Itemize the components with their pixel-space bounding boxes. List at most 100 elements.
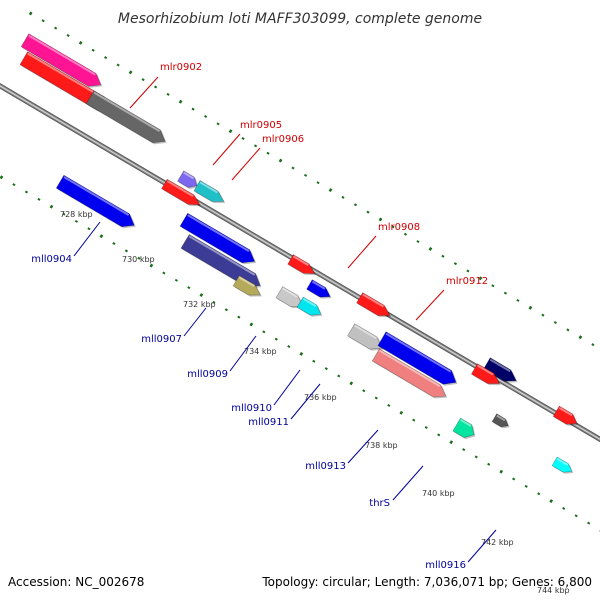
- tick-mark: [524, 484, 528, 488]
- mll0916-arrow[interactable]: [452, 417, 475, 438]
- tick-mark: [424, 425, 428, 429]
- mlr0902-highlight: [27, 52, 105, 100]
- tick-mark: [337, 374, 341, 378]
- mll0904-arrow[interactable]: [55, 174, 135, 228]
- gene-highlight: [28, 34, 96, 76]
- genome-backbone: [0, 82, 600, 443]
- gene-arrow[interactable]: [483, 357, 517, 382]
- tick-mark: [262, 330, 266, 334]
- mlr0912-arrow[interactable]: [356, 292, 391, 316]
- tick-mark: [112, 242, 116, 246]
- tick-mark: [12, 183, 16, 187]
- tick-mark: [374, 396, 378, 400]
- gene-label-mll0916[interactable]: mll0916: [425, 560, 466, 571]
- gene-label-mll0909[interactable]: mll0909: [187, 369, 228, 380]
- tick-label: 732 kbp: [183, 300, 216, 309]
- gene-arrow[interactable]: [470, 363, 500, 384]
- mlr0906-arrow[interactable]: [193, 180, 225, 202]
- label-connector: [273, 369, 301, 406]
- tick-mark: [428, 246, 433, 251]
- tick-label: 728 kbp: [60, 210, 93, 219]
- mlr0905-arrow[interactable]: [177, 170, 198, 188]
- gene-label-mlr0912[interactable]: mlr0912: [446, 276, 488, 287]
- tick-mark: [37, 197, 41, 201]
- gene-label-mlr0902[interactable]: mlr0902: [160, 62, 202, 73]
- tick-mark: [312, 359, 316, 363]
- mlr0912-highlight: [362, 293, 384, 308]
- tick-mark: [299, 351, 304, 356]
- tick-mark: [154, 85, 158, 89]
- mll0913-arrow[interactable]: [347, 323, 383, 350]
- label-connector: [73, 221, 101, 257]
- tick-label: 742 kbp: [481, 538, 514, 547]
- gene-label-mll0904[interactable]: mll0904: [31, 254, 72, 265]
- tick-mark: [591, 343, 595, 347]
- tick-mark: [91, 48, 95, 52]
- gene-highlight: [558, 406, 573, 417]
- tick-label: 736 kbp: [304, 393, 337, 402]
- thrS-arrow[interactable]: [371, 348, 447, 398]
- gene-highlight: [311, 280, 326, 290]
- mll0910-arrow[interactable]: [275, 286, 304, 308]
- mll0909-highlight: [238, 276, 255, 287]
- tick-mark: [237, 315, 241, 319]
- thrS-highlight: [379, 349, 441, 388]
- tick-mark: [141, 78, 145, 82]
- tick-mark: [41, 19, 45, 23]
- gene-arrow[interactable]: [20, 33, 102, 87]
- tick-mark: [553, 321, 557, 325]
- tick-label: 738 kbp: [365, 441, 398, 450]
- backbone-highlight: [0, 85, 600, 440]
- tick-mark: [549, 499, 554, 504]
- tick-mark: [503, 291, 508, 295]
- tick-mark: [278, 158, 283, 163]
- gene-arrow[interactable]: [306, 279, 331, 298]
- tick-label: 730 kbp: [122, 255, 155, 264]
- tick-mark: [162, 271, 166, 275]
- gene-label-mlr0906[interactable]: mlr0906: [262, 134, 304, 145]
- tick-mark: [566, 328, 570, 332]
- gene-arrow[interactable]: [491, 413, 509, 428]
- mll0911-arrow[interactable]: [296, 296, 322, 316]
- tick-mark: [116, 63, 120, 67]
- gene-arrow[interactable]: [179, 212, 256, 264]
- gene-highlight: [489, 358, 511, 373]
- label-connector: [347, 235, 377, 269]
- tick-mark: [441, 254, 445, 258]
- tick-mark: [62, 212, 66, 216]
- gene-label-mlr0905[interactable]: mlr0905: [240, 120, 282, 131]
- tick-mark: [203, 114, 208, 118]
- gene-features: [19, 33, 579, 474]
- tick-mark: [249, 322, 254, 327]
- tick-mark: [78, 40, 83, 45]
- gene-label-mlr0908[interactable]: mlr0908: [378, 222, 420, 233]
- tick-mark: [487, 462, 491, 466]
- gene-label-thrS[interactable]: thrS: [369, 498, 390, 509]
- gene-highlight: [496, 414, 506, 422]
- gene-label-mll0910[interactable]: mll0910: [231, 403, 272, 414]
- gene-arrow[interactable]: [85, 90, 166, 144]
- gene-label-mll0911[interactable]: mll0911: [248, 417, 289, 428]
- tick-mark: [212, 300, 216, 304]
- gene-arrow[interactable]: [161, 178, 201, 206]
- tick-mark: [287, 345, 291, 349]
- tick-mark: [291, 166, 295, 170]
- mll0909-arrow[interactable]: [232, 275, 261, 296]
- gene-label-mll0907[interactable]: mll0907: [141, 334, 182, 345]
- tick-mark: [449, 440, 454, 445]
- mlr0908-arrow[interactable]: [287, 254, 316, 274]
- gene-arrow[interactable]: [552, 405, 578, 425]
- tick-mark: [216, 122, 220, 126]
- mll0913-highlight: [354, 324, 377, 340]
- tick-mark: [274, 337, 278, 341]
- gene-arrow[interactable]: [551, 456, 573, 473]
- gene-label-mll0913[interactable]: mll0913: [305, 461, 346, 472]
- tick-mark: [228, 129, 233, 134]
- tick-mark: [353, 203, 358, 207]
- gene-arrow[interactable]: [377, 331, 457, 385]
- mll0911-highlight: [302, 297, 317, 308]
- tick-mark: [316, 181, 320, 185]
- tick-mark: [478, 276, 483, 281]
- tick-mark: [587, 521, 591, 525]
